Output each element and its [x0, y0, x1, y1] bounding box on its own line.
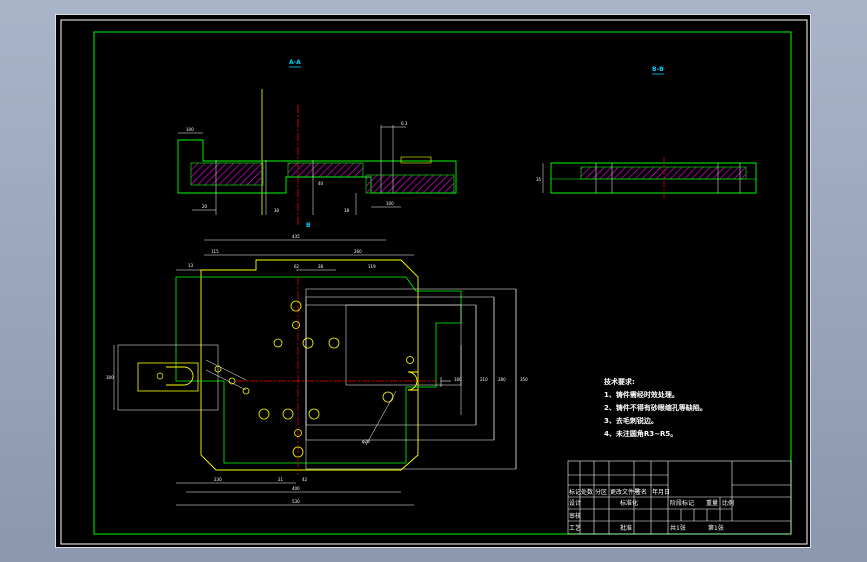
note-3: 3、去毛刺锐边。	[604, 416, 658, 425]
dimension-label: 重量	[706, 499, 718, 507]
dimension-label: 签名	[635, 488, 647, 496]
dimension-label: 350	[520, 377, 528, 382]
hole-circle	[273, 338, 283, 348]
section-view-b: B-B 35	[536, 66, 757, 200]
drawing-line	[408, 371, 418, 391]
hole-circle	[302, 337, 314, 349]
outline-rect	[400, 156, 432, 164]
dimension-label: 设计	[569, 499, 581, 507]
outline-rect	[580, 166, 747, 180]
dimension-label: φ20	[362, 439, 370, 444]
dimension-label: 21	[278, 477, 284, 482]
hole-circle	[214, 365, 222, 373]
dimension-label: 115	[211, 249, 219, 254]
hole-circle	[290, 300, 302, 312]
outline-rect	[567, 460, 792, 535]
drawing-line	[365, 390, 397, 446]
dimension-label: 100	[386, 201, 394, 206]
outline-rect	[190, 162, 264, 186]
dimension-label: 18	[344, 208, 350, 213]
section-view-a: A-A 6.3 100 20 30 18 100 40 B	[177, 59, 457, 229]
outline-rect	[305, 296, 495, 441]
hole-circle	[242, 387, 250, 395]
dimension-label: 工艺	[569, 524, 581, 532]
outline-rect	[117, 344, 219, 411]
hole-circle	[282, 408, 294, 420]
drawing-frame	[93, 31, 792, 535]
hole-circle	[258, 408, 270, 420]
dimension-label: 共1张	[670, 524, 686, 532]
drawing-line	[550, 162, 757, 194]
dimension-label: 530	[292, 499, 300, 504]
hole-circle	[228, 377, 236, 385]
hole-circle	[292, 446, 304, 458]
cut-mark-label: B	[306, 222, 311, 229]
hole-circle	[328, 337, 340, 349]
dimension-label: 30	[274, 208, 280, 213]
outline-rect	[287, 162, 364, 178]
note-2: 2、铸件不得有砂眼缩孔等缺陷。	[604, 403, 707, 412]
dimension-label: 分区	[595, 488, 607, 496]
plan-view: φ20 435 260 115 62 28 119 13 300 230 21 …	[106, 234, 528, 506]
drawing-line	[205, 369, 247, 391]
dimension-label: 批准	[620, 524, 632, 532]
drawing-line	[407, 371, 418, 391]
drawing-canvas: A-A 6.3 100 20 30 18 100 40 B B-B	[60, 19, 808, 545]
dimension-label: 标准化	[620, 499, 638, 507]
dimension-label: 160	[454, 377, 462, 382]
hole-circle	[294, 429, 302, 437]
hole-circle	[292, 321, 300, 329]
dimension-label: 42	[302, 477, 308, 482]
dimension-label: 6.3	[401, 121, 408, 126]
dimension-label: 280	[498, 377, 506, 382]
dimension-label: 比例	[722, 499, 734, 507]
dimension-label: 年月日	[652, 488, 670, 496]
dimension-label: 100	[186, 127, 194, 132]
drawing-line	[205, 359, 247, 381]
section-b-label: B-B	[652, 66, 664, 73]
dimension-label: 300	[106, 375, 114, 380]
dimension-label: 更改文件号	[610, 488, 640, 496]
dimension-label: 28	[318, 264, 324, 269]
dimension-label: 40	[318, 181, 324, 186]
dimension-label: 435	[292, 234, 300, 239]
technical-notes: 技术要求: 1、铸件需经时效处理。 2、铸件不得有砂眼缩孔等缺陷。 3、去毛刺锐…	[604, 377, 707, 438]
dimension-label: 第1张	[708, 524, 724, 532]
drawing-line	[166, 366, 194, 386]
hole-circle	[406, 356, 414, 364]
hole-circle	[382, 391, 394, 403]
dimension-label: 400	[292, 486, 300, 491]
outline-rect	[365, 174, 455, 194]
plate-outline	[200, 259, 419, 471]
notes-title: 技术要求:	[604, 377, 635, 386]
dimension-label: 阶段标记	[670, 499, 694, 507]
dimension-label: 230	[214, 477, 222, 482]
dimension-label: 35	[536, 177, 542, 182]
hole-circle	[308, 408, 320, 420]
outline-rect	[345, 304, 462, 386]
outer-border	[60, 19, 808, 545]
base-contour	[175, 276, 462, 464]
dimension-label: 13	[188, 263, 194, 268]
dimension-label: 260	[354, 249, 362, 254]
dimension-label: 处数	[581, 488, 593, 496]
outline-rect	[137, 362, 199, 392]
dimension-label: 62	[294, 264, 300, 269]
title-block-text: 标记 处数 分区 更改文件号 签名 年月日 设计 标准化 审核 工艺 批准 阶段…	[569, 488, 734, 532]
hole-circle	[156, 372, 164, 380]
section-a-label: A-A	[289, 59, 301, 66]
cad-viewport[interactable]: A-A 6.3 100 20 30 18 100 40 B B-B	[55, 14, 811, 548]
note-4: 4、未注圆角R3~R5。	[604, 429, 677, 438]
dimension-label: 20	[202, 204, 208, 209]
note-1: 1、铸件需经时效处理。	[604, 390, 679, 399]
dimension-label: 210	[480, 377, 488, 382]
title-block	[567, 460, 792, 535]
dimension-label: 标记	[569, 488, 581, 496]
dimension-label: 119	[368, 264, 376, 269]
dimension-label: 审核	[569, 512, 581, 520]
